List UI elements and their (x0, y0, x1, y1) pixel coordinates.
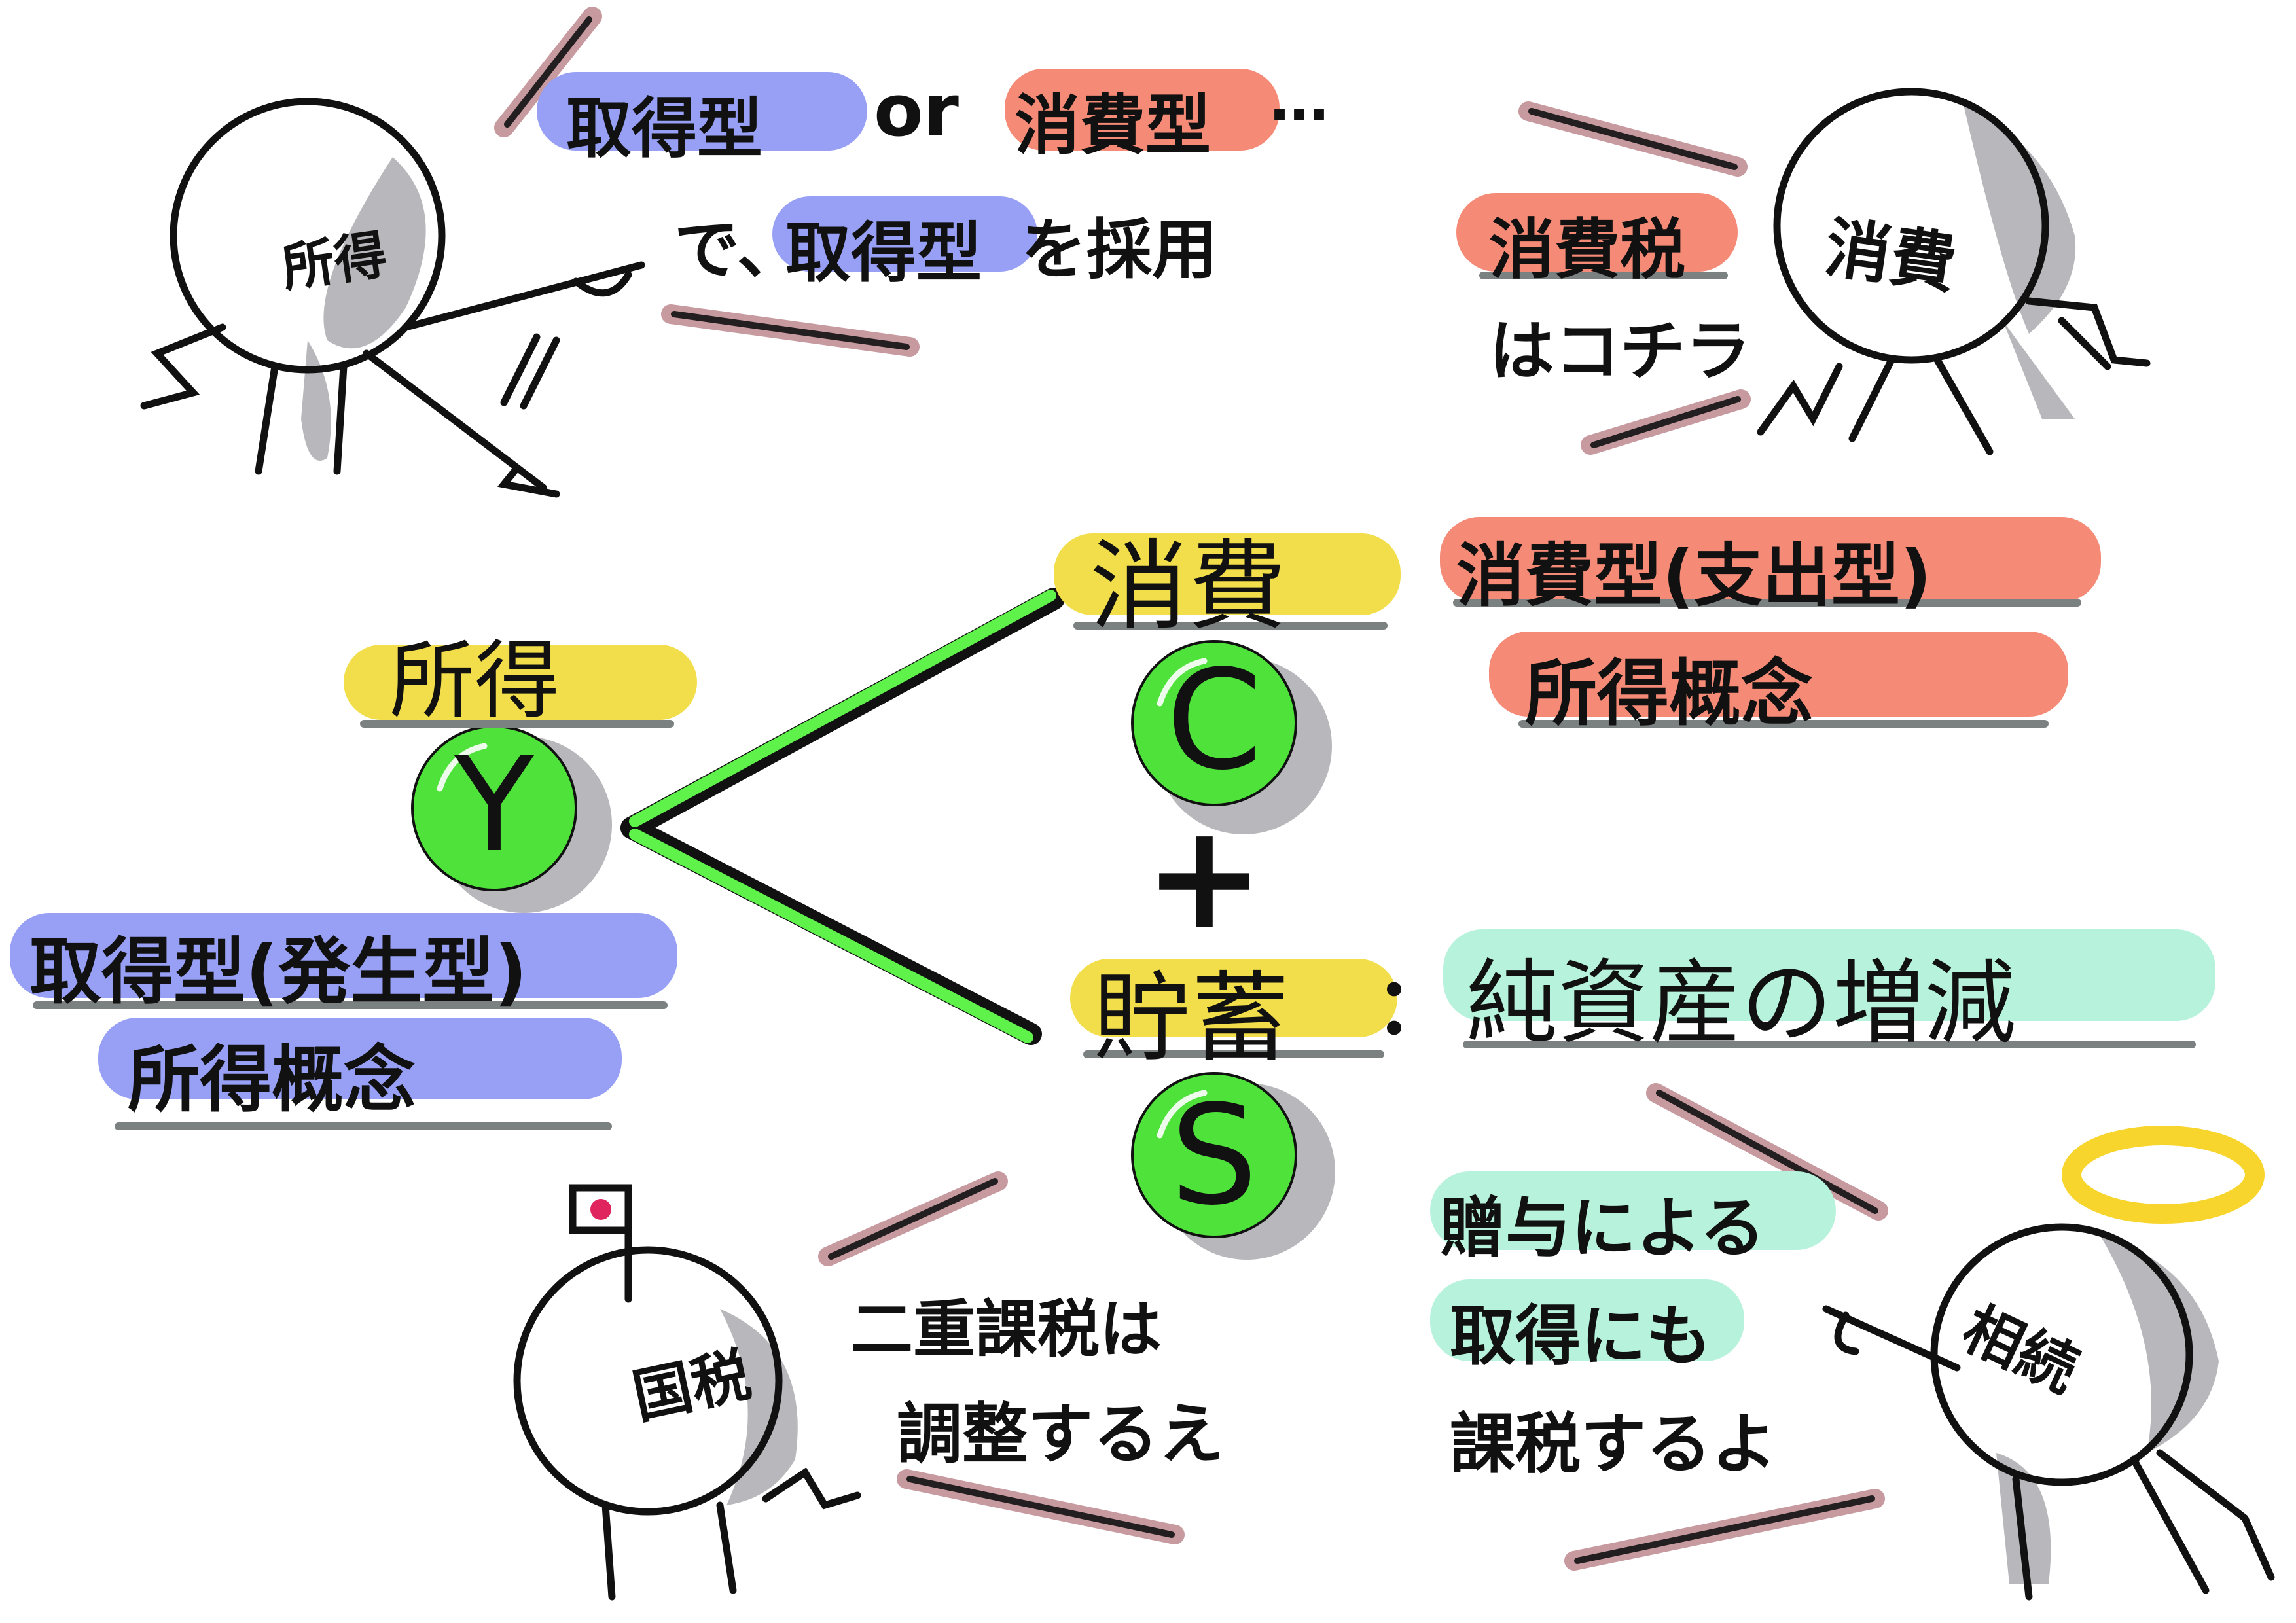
figure-consumption-head (1773, 88, 2049, 364)
figure-national-tax-head (513, 1246, 783, 1516)
here-word: はコチラ (1489, 313, 1751, 389)
figure-income-shadow (323, 157, 426, 349)
double-tax-line1: 二重課税は (851, 1294, 1162, 1366)
highlight-gift (1430, 1171, 1836, 1250)
underline-savings (1083, 1050, 1384, 1058)
income-label: 所得 (389, 631, 560, 730)
highlight-right-terms-2 (1489, 632, 2068, 717)
y-symbol: Y (454, 728, 535, 882)
or-word: or (874, 69, 959, 152)
gift-line3: 課税するよ (1450, 1406, 1777, 1482)
colon: ： (1374, 961, 1453, 1052)
figure-national-tax (513, 1184, 861, 1601)
flag-sun (590, 1199, 611, 1220)
highlight-savings (1070, 959, 1397, 1037)
figure-consumption (1757, 88, 2151, 455)
double-tax-line2: 調整するえ (897, 1396, 1224, 1472)
underline-tax (1479, 272, 1728, 279)
type-consumption-word: 消費型 (1014, 87, 1211, 164)
figure-income-label: 所得 (278, 224, 391, 299)
underline-right-1 (1453, 599, 2081, 607)
highlight-tax (1456, 193, 1738, 272)
figure-income-head (170, 98, 446, 374)
highlight-right-terms-1 (1440, 517, 2101, 602)
highlight-word1 (537, 72, 867, 151)
adopt-prefix: で、 (674, 211, 802, 288)
right-terms-line1: 消費型(支出型) (1456, 536, 1931, 616)
halo-icon (2062, 1126, 2265, 1224)
ellipsis: … (1270, 65, 1329, 134)
consumption-label: 消費 (1090, 530, 1287, 644)
underline-left-2 (115, 1122, 612, 1130)
underline-net-assets (1463, 1041, 2196, 1048)
green-circles (411, 640, 1335, 1260)
highlight-line2-word (772, 196, 1037, 272)
gift-line2: 取得にも (1450, 1298, 1712, 1374)
figure-consumption-label: 消費 (1820, 209, 1961, 304)
adopt-word: 取得型 (785, 215, 982, 291)
marker-stroke-cores (504, 16, 1878, 1564)
c-symbol: C (1166, 639, 1263, 800)
highlight-consumption (1054, 533, 1401, 615)
highlight-word2 (1005, 69, 1280, 151)
consumption-tax-word: 消費税 (1489, 211, 1685, 288)
underline-left-1 (33, 1001, 668, 1009)
figure-inheritance (1822, 1126, 2275, 1601)
highlight-acquisition (1430, 1279, 1744, 1361)
left-terms-line1: 取得型(発生型) (29, 930, 528, 1014)
branch-lines (620, 588, 1065, 1045)
figure-inheritance-shadow (2101, 1237, 2219, 1453)
figure-consumption-shadow (1964, 105, 2076, 334)
gift-line1: 贈与による (1440, 1190, 1765, 1266)
plus-symbol: + (1143, 793, 1265, 961)
adopt-suffix: を採用 (1021, 211, 1217, 288)
underline-right-2 (1518, 720, 2049, 728)
highlight-net-assets (1443, 929, 2215, 1021)
highlight-income (344, 645, 697, 720)
right-terms-line2: 所得概念 (1525, 652, 1813, 736)
figure-income (140, 98, 645, 498)
underline-consumption (1073, 622, 1388, 630)
left-terms-line2: 所得概念 (128, 1038, 416, 1122)
savings-label: 貯蓄 (1093, 962, 1290, 1076)
s-symbol: S (1170, 1075, 1258, 1236)
underline-income (360, 720, 674, 728)
type-acquisition-word: 取得型 (566, 90, 762, 167)
highlight-left-terms-2 (98, 1018, 622, 1099)
highlight-left-terms-1 (10, 913, 677, 998)
net-assets-label: 純資産の増減 (1466, 950, 2017, 1057)
